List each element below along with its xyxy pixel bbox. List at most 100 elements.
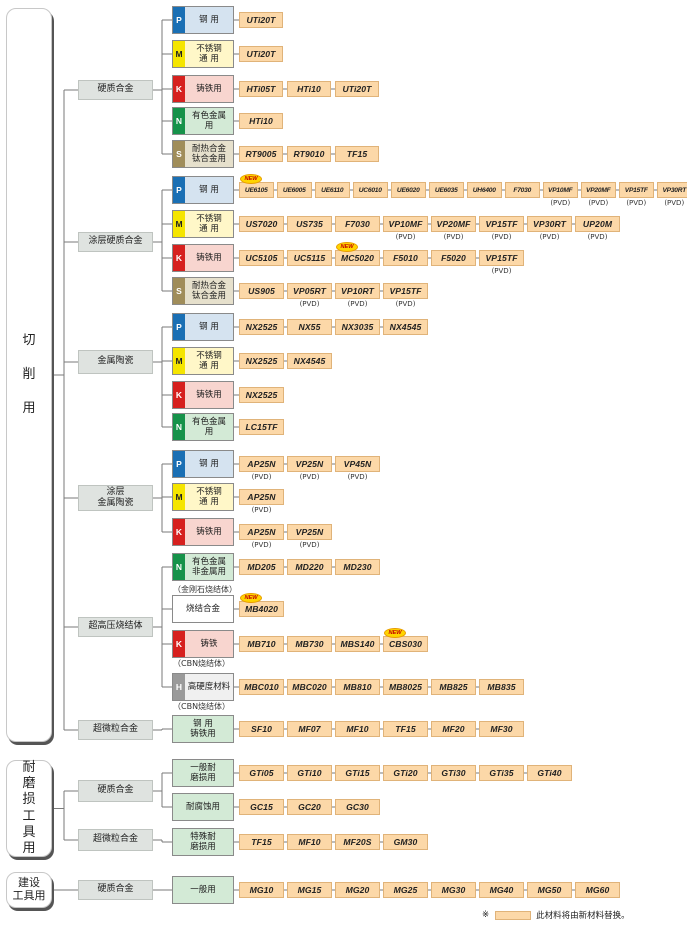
grade-nx55[interactable]: NX55 — [287, 319, 332, 335]
grade-vp15tf[interactable]: VP15TF — [479, 216, 524, 232]
grade-gc30[interactable]: GC30 — [335, 799, 380, 815]
grade-gti15[interactable]: GTi15 — [335, 765, 380, 781]
grade-vp05rt[interactable]: VP05RT — [287, 283, 332, 299]
grade-up20m[interactable]: UP20M — [575, 216, 620, 232]
grade-gti40[interactable]: GTi40 — [527, 765, 572, 781]
grade-ue6035[interactable]: UE6035 — [429, 182, 464, 198]
grade-gti30[interactable]: GTi30 — [431, 765, 476, 781]
grade-mb8025[interactable]: MB8025 — [383, 679, 428, 695]
grade-tf15[interactable]: TF15 — [335, 146, 379, 162]
grade-f5010[interactable]: F5010 — [383, 250, 428, 266]
grade-md220[interactable]: MD220 — [287, 559, 332, 575]
grade-md205[interactable]: MD205 — [239, 559, 284, 575]
grade-us735[interactable]: US735 — [287, 216, 332, 232]
grade-ue6110[interactable]: UE6110 — [315, 182, 350, 198]
grade-ue6005[interactable]: UE6005 — [277, 182, 312, 198]
grade-mf30[interactable]: MF30 — [479, 721, 524, 737]
grade-tf15[interactable]: TF15 — [239, 834, 284, 850]
grade-uti20t[interactable]: UTi20T — [335, 81, 379, 97]
grade-vp30rt[interactable]: VP30RT — [527, 216, 572, 232]
grade-mb710[interactable]: MB710 — [239, 636, 284, 652]
grade-ap25n[interactable]: AP25N — [239, 524, 284, 540]
grade-mg25[interactable]: MG25 — [383, 882, 428, 898]
grade-gc20[interactable]: GC20 — [287, 799, 332, 815]
grade-ue6020[interactable]: UE6020 — [391, 182, 426, 198]
group-1: 硬质合金 — [78, 80, 153, 100]
grade-hti05t[interactable]: HTi05T — [239, 81, 283, 97]
grade-mb825[interactable]: MB825 — [431, 679, 476, 695]
grade-mg30[interactable]: MG30 — [431, 882, 476, 898]
grade-us905[interactable]: US905 — [239, 283, 284, 299]
grade-vp25n[interactable]: VP25N — [287, 456, 332, 472]
grade-mf20[interactable]: MF20 — [431, 721, 476, 737]
grade-tf15[interactable]: TF15 — [383, 721, 428, 737]
grade-hti10[interactable]: HTi10 — [287, 81, 331, 97]
grade-mf07[interactable]: MF07 — [287, 721, 332, 737]
grade-uti20t[interactable]: UTi20T — [239, 12, 283, 28]
grade-vp10mf[interactable]: VP10MF — [383, 216, 428, 232]
iso-letter-p: P — [173, 451, 185, 477]
grade-mb730[interactable]: MB730 — [287, 636, 332, 652]
grade-hti10[interactable]: HTi10 — [239, 113, 283, 129]
grade-mbs140[interactable]: MBS140 — [335, 636, 380, 652]
grade-nx4545[interactable]: NX4545 — [383, 319, 428, 335]
iso-letter-s: S — [173, 141, 185, 167]
grade-uc5105[interactable]: UC5105 — [239, 250, 284, 266]
grade-lc15tf[interactable]: LC15TF — [239, 419, 284, 435]
grade-uti20t[interactable]: UTi20T — [239, 46, 283, 62]
grade-mg50[interactable]: MG50 — [527, 882, 572, 898]
grade-f7030[interactable]: F7030 — [335, 216, 380, 232]
grade-vp20mf[interactable]: VP20MF — [431, 216, 476, 232]
grade-mb810[interactable]: MB810 — [335, 679, 380, 695]
grade-sf10[interactable]: SF10 — [239, 721, 284, 737]
grade-us7020[interactable]: US7020 — [239, 216, 284, 232]
grade-vp10mf[interactable]: VP10MF — [543, 182, 578, 198]
grade-gti10[interactable]: GTi10 — [287, 765, 332, 781]
grade-rt9010[interactable]: RT9010 — [287, 146, 331, 162]
grade-gti35[interactable]: GTi35 — [479, 765, 524, 781]
grade-mg40[interactable]: MG40 — [479, 882, 524, 898]
grade-cbs030[interactable]: CBS030 — [383, 636, 428, 652]
grade-gc15[interactable]: GC15 — [239, 799, 284, 815]
grade-md230[interactable]: MD230 — [335, 559, 380, 575]
grade-vp25n[interactable]: VP25N — [287, 524, 332, 540]
grade-uc6010[interactable]: UC6010 — [353, 182, 388, 198]
grade-ue6105[interactable]: UE6105 — [239, 182, 274, 198]
grade-mbc020[interactable]: MBC020 — [287, 679, 332, 695]
grade-nx2525[interactable]: NX2525 — [239, 353, 284, 369]
grade-mg60[interactable]: MG60 — [575, 882, 620, 898]
grade-vp15tf[interactable]: VP15TF — [383, 283, 428, 299]
grade-mg10[interactable]: MG10 — [239, 882, 284, 898]
grade-gm30[interactable]: GM30 — [383, 834, 428, 850]
grade-mb835[interactable]: MB835 — [479, 679, 524, 695]
grade-vp45n[interactable]: VP45N — [335, 456, 380, 472]
grade-nx4545[interactable]: NX4545 — [287, 353, 332, 369]
grade-rt9005[interactable]: RT9005 — [239, 146, 283, 162]
grade-ap25n[interactable]: AP25N — [239, 489, 284, 505]
grade-nx2525[interactable]: NX2525 — [239, 319, 284, 335]
material-label: 钢 用 — [199, 321, 219, 332]
grade-mb4020[interactable]: MB4020 — [239, 601, 284, 617]
grade-vp15tf[interactable]: VP15TF — [479, 250, 524, 266]
grade-f7030[interactable]: F7030 — [505, 182, 540, 198]
grade-mbc010[interactable]: MBC010 — [239, 679, 284, 695]
grade-uh6400[interactable]: UH6400 — [467, 182, 502, 198]
grade-mf10[interactable]: MF10 — [335, 721, 380, 737]
grade-gti05[interactable]: GTi05 — [239, 765, 284, 781]
grade-mg20[interactable]: MG20 — [335, 882, 380, 898]
grade-gti20[interactable]: GTi20 — [383, 765, 428, 781]
grade-vp10rt[interactable]: VP10RT — [335, 283, 380, 299]
grade-nx3035[interactable]: NX3035 — [335, 319, 380, 335]
iso-letter-n: N — [173, 554, 185, 580]
grade-ap25n[interactable]: AP25N — [239, 456, 284, 472]
grade-vp30rt[interactable]: VP30RT — [657, 182, 687, 198]
grade-f5020[interactable]: F5020 — [431, 250, 476, 266]
grade-vp20mf[interactable]: VP20MF — [581, 182, 616, 198]
grade-mf10[interactable]: MF10 — [287, 834, 332, 850]
grade-nx2525[interactable]: NX2525 — [239, 387, 284, 403]
grade-vp15tf[interactable]: VP15TF — [619, 182, 654, 198]
grade-uc5115[interactable]: UC5115 — [287, 250, 332, 266]
grade-mf20s[interactable]: MF20S — [335, 834, 380, 850]
grade-mg15[interactable]: MG15 — [287, 882, 332, 898]
grade-mc5020[interactable]: MC5020 — [335, 250, 380, 266]
